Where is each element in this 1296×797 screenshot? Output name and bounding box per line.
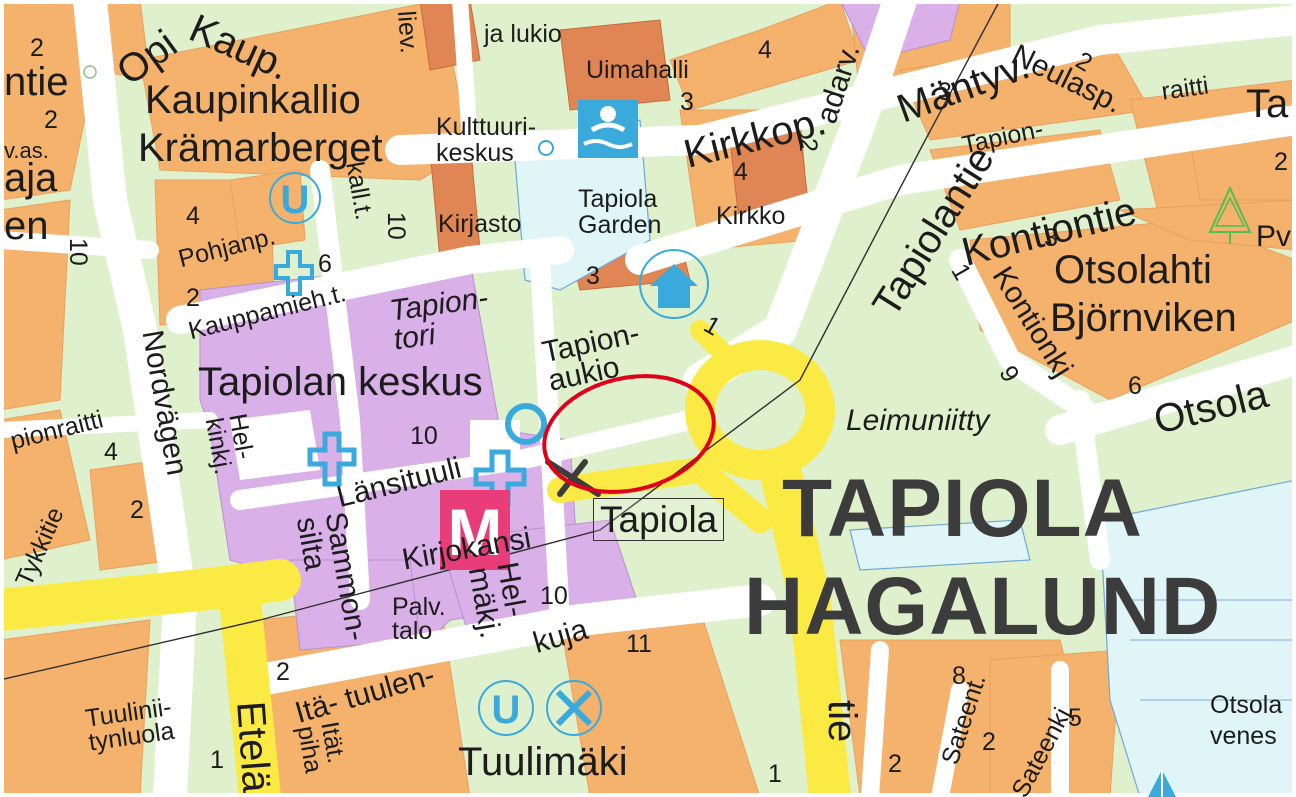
house-number: 3 [586,262,600,290]
metro-icon: U [478,680,602,736]
house-number: 10 [410,422,438,450]
pharmacy-cross-icon [274,250,314,296]
boat-icon [1148,770,1176,797]
street-label-helkinkj: Hel- kinkj. [199,411,259,477]
house-number: 4 [734,158,748,186]
street-label-ta: Ta [1246,82,1289,126]
building-label-kulttuurikeskus: Kulttuuri- keskus [436,113,537,168]
area-label-tapiolan-keskus: Tapiolan keskus [198,360,483,404]
highlight-ellipse [542,374,716,494]
house-number: 6 [318,250,332,278]
metro-icon: M [440,490,510,570]
area-label-bjornviken: Björnviken [1050,296,1237,340]
house-number: 8 [952,662,966,690]
house-number: 4 [104,438,118,466]
svg-text:U: U [281,178,310,222]
bus-stop-icon [505,403,547,445]
house-number: 3 [938,78,952,106]
street-label-etela: Etelä [228,699,279,794]
swimming-icon [578,100,638,158]
street-label-otsolavenes: Otsola venes [1210,691,1283,751]
house-number: 2 [1274,148,1288,176]
street-label-ntie: ntie [4,60,69,104]
house-number: 4 [186,202,200,230]
pharmacy-cross-icon [307,431,357,487]
street-label-aja: aja [4,156,58,200]
station-label-tapiola[interactable]: Tapiola [593,498,725,541]
house-number: 3 [1044,224,1058,252]
house-number: 11 [626,630,652,658]
area-label-tuulimaki: Tuulimäki [458,740,628,784]
street-label-liev: liev. [392,9,423,55]
house-number: 2 [888,750,902,778]
street-label-tuulinii: Tuulinii- tynluola [83,692,177,757]
street-label-itat-piha: Ität. piha [291,719,351,776]
house-number: 1 [768,760,782,788]
house-number: 2 [186,284,200,312]
metro-icon: U [269,172,321,224]
building-label-palvtalo: Palv. talo [392,593,446,645]
house-number: 2 [982,728,996,756]
point-marker-icon [83,65,97,79]
house-number: 10 [540,582,568,610]
tree-icon [1208,186,1252,244]
house-number: 3 [680,88,694,116]
building-label-kirkko: Kirkko [716,202,786,230]
house-number: 10 [382,212,410,240]
house-number: 1 [210,746,224,774]
church-home-icon [639,249,709,319]
street-label-tie: tie [820,700,864,743]
point-marker-icon [538,140,554,156]
house-number: 2 [794,138,822,152]
street-label-en: en [4,204,49,248]
house-number: 4 [758,36,772,64]
street-label-vas: v.as. [4,138,49,163]
house-number: 5 [1068,704,1082,732]
area-label-otsolahti: Otsolahti [1054,248,1212,292]
house-number: 2 [276,658,290,686]
building-label-tapiola-garden: Tapiola Garden [578,185,662,240]
street-label-helmakj: Hel- mäkj. [462,559,533,641]
svg-text:M: M [448,495,503,569]
house-number: 2 [130,496,144,524]
area-label-kramarberget: Krämarberget [138,126,383,170]
area-label-leimuniitty: Leimuniitty [846,404,990,437]
house-number: 6 [1128,372,1142,400]
house-number: 2 [30,34,44,62]
street-label-pv: Pv [1256,220,1292,253]
house-number: 10 [64,238,92,266]
svg-text:U: U [492,688,521,732]
district-name-fi: TAPIOLA [782,463,1143,554]
building-label-kirjasto: Kirjasto [438,210,522,238]
building-label-uimahalli: Uimahalli [586,56,689,84]
building-label-ja-lukio: ja lukio [484,20,562,48]
house-number: 2 [44,106,58,134]
area-label-kaupinkallio: Kaupinkallio [145,78,361,122]
street-label-raitti: raitti [1159,71,1211,106]
district-name-sv: HAGALUND [744,561,1222,652]
